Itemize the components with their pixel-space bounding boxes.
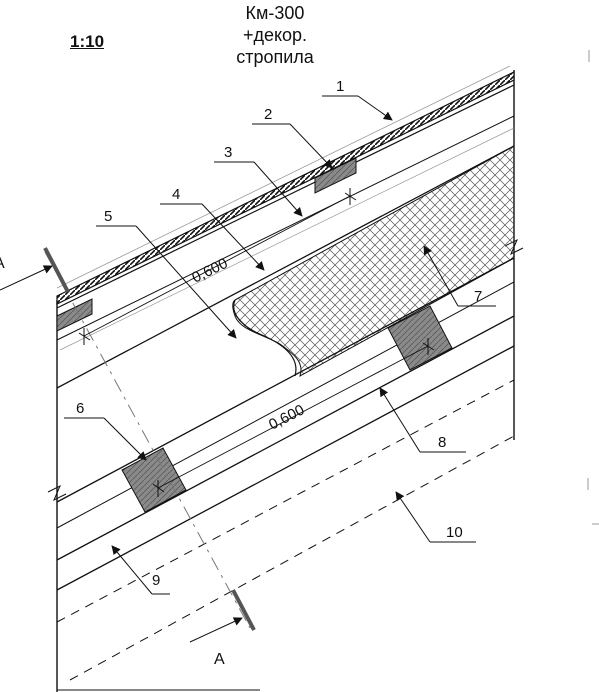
decor-rafter-dashed-2: [69, 435, 515, 681]
callout-label-10: 10: [446, 524, 463, 541]
section-cut-top: [43, 247, 70, 293]
callout-label-3: 3: [224, 144, 232, 161]
membrane-line-1: [56, 115, 515, 341]
batten-lower: [56, 298, 93, 332]
callout-2: 2: [252, 106, 333, 169]
title-line-2: +декор.: [242, 25, 308, 45]
dimension-line-lower: [157, 345, 429, 489]
membrane-line-2: [59, 127, 515, 351]
rafter-section-left: [121, 447, 187, 513]
callout-6: 6: [64, 400, 147, 461]
callout-10: 10: [395, 491, 476, 543]
title-line-3: стропила: [236, 47, 314, 67]
callout-label-1: 1: [336, 78, 344, 95]
dimension-tick-upper-b: [344, 188, 357, 205]
roof-covering-outline: [56, 65, 511, 289]
decor-rafter-dashed-1: [56, 379, 515, 623]
callout-3: 3: [214, 144, 303, 217]
drawing-scale: 1:10: [70, 32, 105, 51]
roof-title: Км-300 +декор. стропила: [200, 2, 350, 68]
roof-underlay: [56, 84, 515, 309]
decor-rafter-line-2: [56, 345, 515, 591]
section-arrow-bottom: [189, 617, 243, 643]
section-label-top: А: [0, 255, 5, 272]
dimension-tick-lower-a: [152, 480, 165, 497]
rafter-bottom-line: [56, 257, 515, 503]
callout-9: 9: [111, 545, 170, 595]
callout-label-7: 7: [474, 288, 482, 305]
callout-label-5: 5: [104, 208, 112, 225]
dimension-lower: 0,600: [266, 401, 307, 433]
title-line-1: Км-300: [245, 3, 305, 23]
callout-label-4: 4: [172, 186, 180, 203]
dimension-line-upper: [83, 195, 351, 337]
rafter-section-right: [387, 305, 453, 371]
callout-label-9: 9: [152, 572, 160, 589]
dimension-upper: 0,600: [189, 255, 230, 287]
callout-label-6: 6: [76, 400, 84, 417]
rafter-top-line: [56, 145, 515, 389]
callout-7: 7: [423, 245, 496, 307]
callout-1: 1: [322, 78, 393, 121]
callout-label-2: 2: [264, 106, 272, 123]
dimension-tick-lower-b: [422, 338, 435, 355]
callout-label-8: 8: [438, 434, 446, 451]
decor-rafter-line-1: [56, 315, 515, 561]
callout-8: 8: [379, 387, 466, 453]
section-label-bottom: А: [214, 651, 225, 668]
section-cut-bottom: [231, 589, 256, 631]
callout-4: 4: [160, 186, 265, 271]
dimension-tick-upper-a: [78, 328, 91, 345]
section-line-a: [44, 251, 251, 629]
batten-upper: [314, 157, 357, 194]
break-mark-left: [47, 484, 67, 502]
roof-covering: [56, 71, 515, 305]
insulation-break: [233, 299, 297, 377]
callout-5: 5: [96, 208, 237, 339]
section-arrow-top: [0, 265, 53, 291]
